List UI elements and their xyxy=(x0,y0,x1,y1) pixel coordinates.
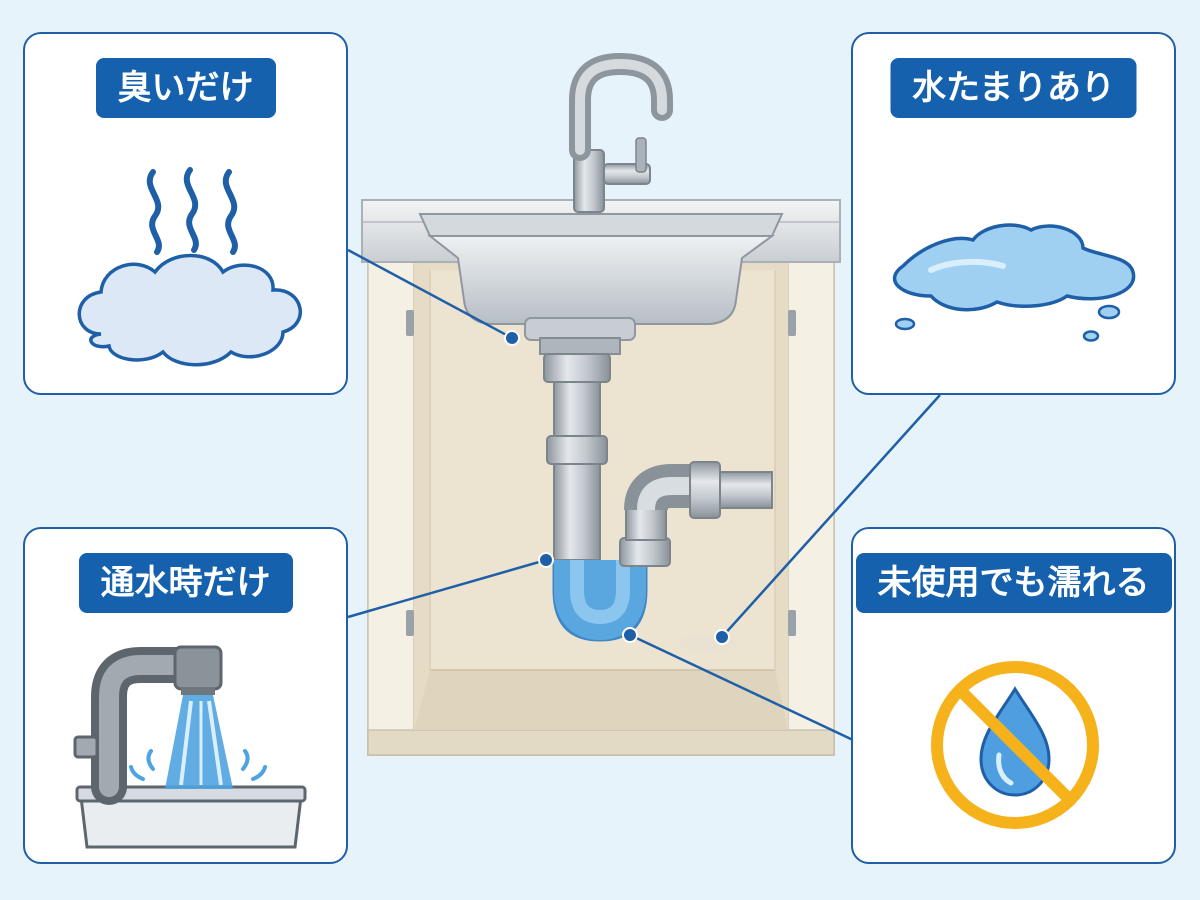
panel-smell-only: 臭いだけ xyxy=(23,32,348,395)
water-puddle-icon xyxy=(892,223,1136,342)
faucet xyxy=(569,52,673,213)
drain-pipe xyxy=(543,353,773,642)
panel-flow-only: 通水時だけ xyxy=(23,527,348,864)
panel-label-puddle: 水たまりあり xyxy=(890,58,1137,118)
panel-puddle: 水たまりあり xyxy=(851,32,1176,395)
leader-dots xyxy=(504,330,730,645)
odor-cloud-icon xyxy=(77,167,302,367)
running-faucet-icon xyxy=(73,645,307,849)
panel-label-flow: 通水時だけ xyxy=(78,553,293,613)
panel-label-wet: 未使用でも濡れる xyxy=(855,553,1172,613)
no-water-drop-icon xyxy=(931,661,1099,829)
panel-label-smell: 臭いだけ xyxy=(95,58,276,118)
leader-lines xyxy=(347,248,941,742)
sink-basin xyxy=(418,213,784,355)
panel-wet-unused: 未使用でも濡れる xyxy=(851,527,1176,864)
